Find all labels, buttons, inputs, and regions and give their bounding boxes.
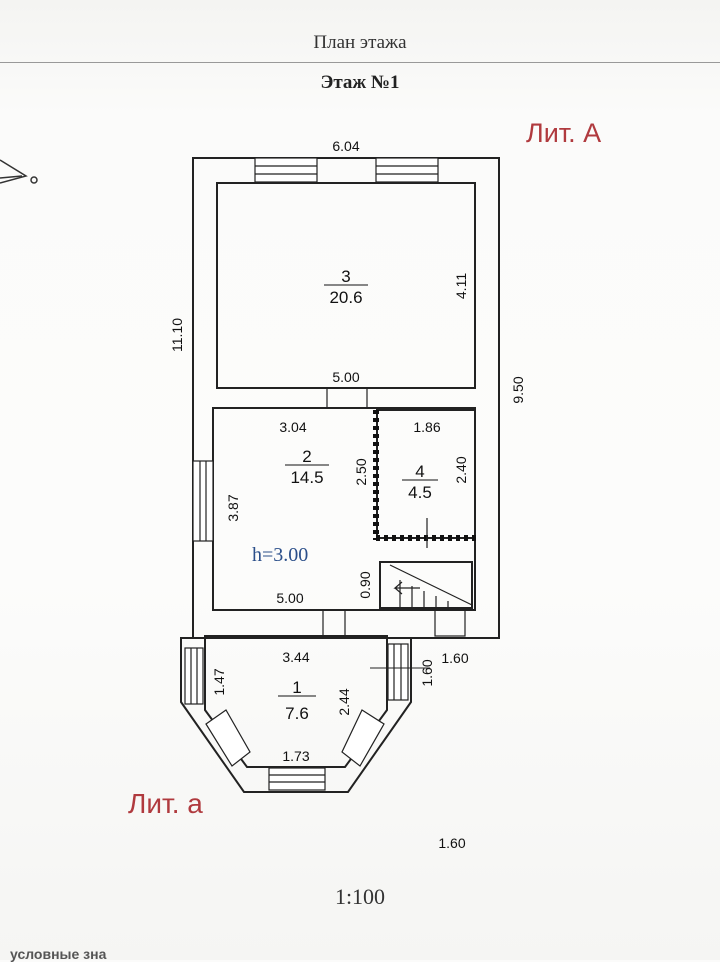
dim-room4-height: 2.40 — [453, 456, 469, 483]
dim-room1-bottom: 1.73 — [282, 748, 309, 764]
room-4-area: 4.5 — [408, 483, 432, 502]
ceiling-height-label: h=3.00 — [252, 544, 308, 566]
room-2-walls — [212, 407, 476, 611]
room-4-number: 4 — [415, 462, 424, 481]
dim-room1-top: 3.44 — [282, 649, 309, 665]
dim-room1-height: 2.44 — [336, 688, 352, 715]
dim-right-total: 9.50 — [510, 376, 526, 403]
stair-steps — [389, 564, 473, 608]
footer-partial-text: условные зна — [10, 946, 107, 962]
dim-room4-top: 1.86 — [413, 419, 440, 435]
floor-title: Этаж №1 — [320, 72, 400, 93]
dim-room2-top: 3.04 — [279, 419, 306, 435]
windows — [192, 157, 439, 542]
annex-room-1 — [180, 635, 412, 793]
room-2-area: 14.5 — [290, 468, 323, 487]
dim-room3-height: 4.11 — [453, 273, 469, 299]
dim-porch-height: 1.60 — [419, 659, 435, 686]
dim-porch-width: 1.60 — [441, 650, 468, 666]
door-openings — [322, 387, 466, 637]
dim-room1-left: 1.47 — [211, 668, 227, 695]
room-3-area: 20.6 — [329, 288, 362, 307]
room-1-number: 1 — [292, 678, 301, 697]
dim-stair-gap: 0.90 — [357, 571, 373, 598]
compass-arrow-icon — [0, 159, 38, 184]
dim-left-total: 11.10 — [169, 318, 185, 352]
room-3-number: 3 — [341, 267, 350, 286]
lit-main-label: Лит. А — [526, 118, 602, 148]
room-1-area: 7.6 — [285, 704, 309, 723]
main-outer-wall — [192, 157, 500, 639]
dim-room2-left: 3.87 — [225, 494, 241, 521]
lit-annex-label: Лит. а — [128, 788, 203, 819]
dim-room2-partition: 2.50 — [353, 458, 369, 485]
room-2-number: 2 — [302, 447, 311, 466]
header-divider — [0, 62, 720, 63]
room-4-partition — [373, 410, 476, 541]
annex-windows — [184, 643, 409, 791]
dim-loose-value: 1.60 — [438, 835, 465, 851]
staircase — [379, 561, 473, 609]
scale-label: 1:100 — [334, 884, 386, 909]
dim-top-width: 6.04 — [332, 138, 359, 154]
plan-title: План этажа — [313, 32, 407, 53]
dim-room3-bottom: 5.00 — [332, 369, 359, 385]
dim-room2-bottom: 5.00 — [276, 590, 303, 606]
